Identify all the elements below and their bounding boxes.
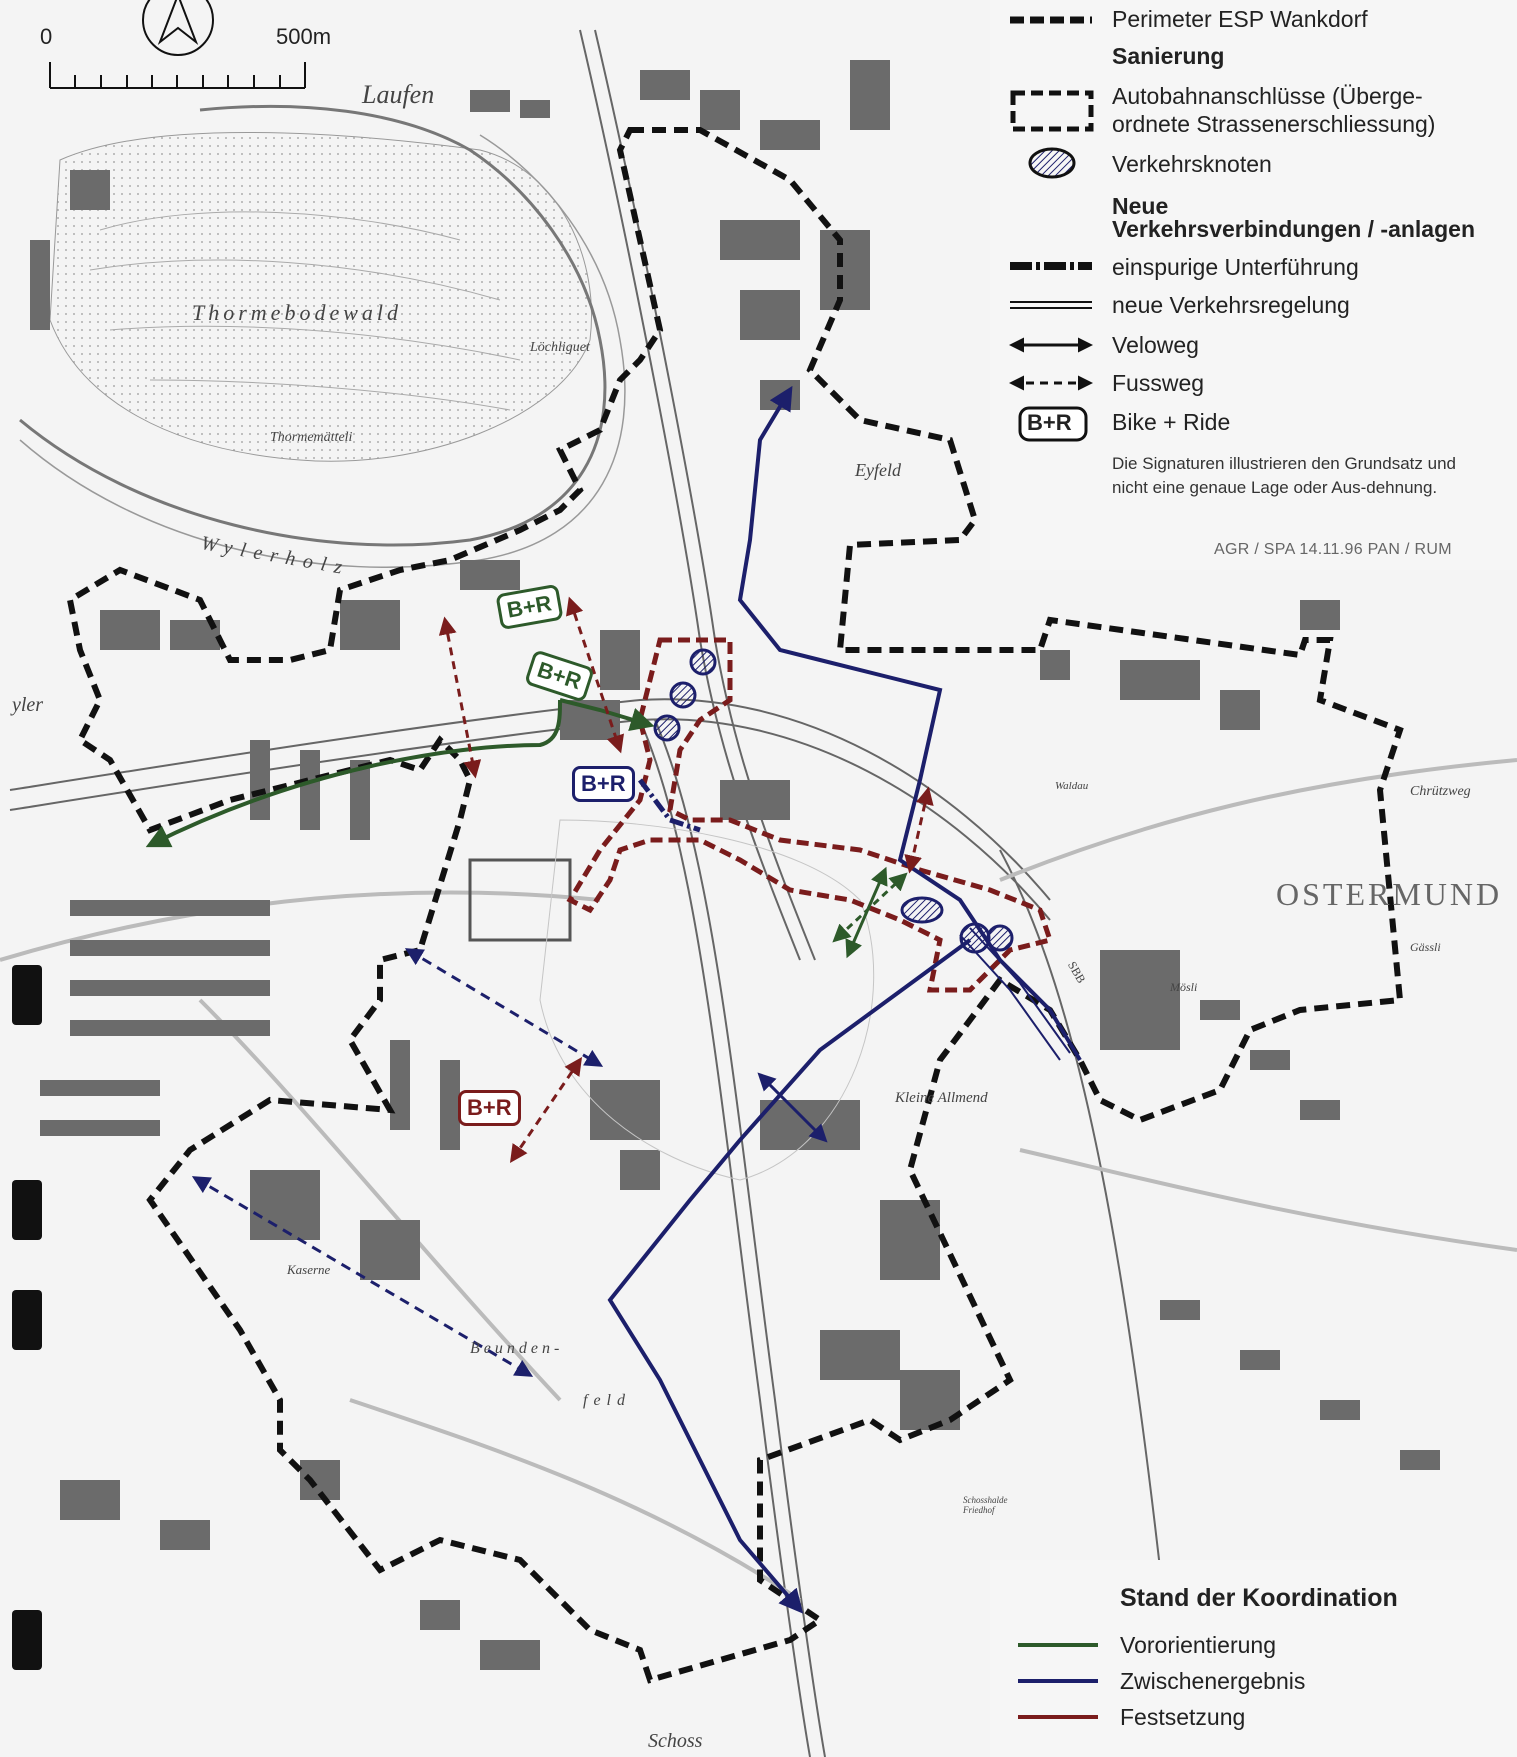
scale-label-end: 500m: [276, 24, 332, 49]
blue-fussweg-1: [404, 948, 604, 1067]
legend-section-neue-2: Verkehrsverbindungen / -anlagen: [1112, 216, 1475, 242]
building-blocks: [30, 60, 1440, 1670]
allmend-field: [539, 819, 875, 1181]
place-beundenfeld-1: Beunden-: [470, 1340, 564, 1357]
green-fussweg-cross-2: [832, 872, 908, 943]
place-gassli: Gässli: [1410, 940, 1441, 954]
festsetzung-anschluss-outline: [566, 637, 1054, 993]
place-eyfeld: Eyfeld: [855, 460, 901, 480]
verkehrsknoten-markers: [653, 648, 1014, 954]
coordination-title: Stand der Koordination: [1120, 1584, 1398, 1612]
blue-veloweg: [757, 1072, 828, 1143]
legend-section-sanierung: Sanierung: [1112, 43, 1225, 69]
legend-unterfuehrung-label: einspurige Unterführung: [1112, 254, 1359, 280]
contour-lines: [89, 211, 521, 411]
place-wyler-left: yler: [12, 694, 44, 716]
place-laufen: Laufen: [362, 80, 435, 109]
legend-regelung-label: neue Verkehrsregelung: [1112, 292, 1350, 318]
legend-veloweg-label: Veloweg: [1112, 332, 1199, 358]
bike-ride-badge-blue: B+R: [572, 766, 635, 802]
legend-note: Die Signaturen illustrieren den Grundsat…: [1112, 454, 1456, 497]
place-kleine-allmend: Kleine Allmend: [895, 1090, 988, 1106]
bike-ride-badge-red: B+R: [458, 1090, 521, 1126]
blue-fussweg-2: [191, 1176, 534, 1377]
place-waldau: Waldau: [1055, 780, 1089, 792]
coordination-item-vororientierung: Vororientierung: [1120, 1632, 1276, 1658]
river-aare: [19, 104, 607, 547]
legend-knoten-label: Verkehrsknoten: [1112, 151, 1272, 177]
legend-bike-ride-label: Bike + Ride: [1112, 409, 1231, 435]
river-aare-bank: [19, 134, 626, 568]
perimeter-esp-wankdorf: [66, 127, 1404, 1684]
place-chrutzweg: Chrützweg: [1410, 784, 1471, 799]
coordination-swatches: [1018, 1643, 1098, 1719]
legend-symbols: [1009, 16, 1094, 442]
legend-section-neue-1: Neue: [1112, 193, 1169, 219]
place-beundenfeld-2: feld: [583, 1392, 631, 1409]
place-ostermundigen: OSTERMUND: [1276, 876, 1503, 912]
scale-bar: [49, 62, 306, 89]
place-kaserne: Kaserne: [287, 1262, 331, 1277]
legend-fussweg-label: Fussweg: [1112, 370, 1205, 396]
red-fussweg-1: [438, 616, 482, 779]
place-thormematteli: Thormemätteli: [270, 430, 353, 445]
scale-label-start: 0: [40, 24, 53, 49]
unterfuehrung-blue: [638, 778, 701, 833]
legend-panel-bottom: [990, 1560, 1517, 1757]
legend-credit: AGR / SPA 14.11.96 PAN / RUM: [1214, 541, 1452, 558]
place-mosli: Mösli: [1170, 980, 1198, 994]
north-arrow-icon: [142, 0, 214, 56]
coordination-item-festsetzung: Festsetzung: [1120, 1704, 1246, 1730]
legend-perimeter-label: Perimeter ESP Wankdorf: [1112, 6, 1368, 32]
place-schosshalde-friedhof: Schosshalde Friedhof: [963, 1495, 1008, 1515]
place-thormebodewald: Thormebodewald: [192, 300, 402, 325]
binder-holes: [12, 965, 42, 1670]
legend-bike-ride-badge: B+R: [1027, 410, 1072, 435]
red-fussweg-2: [566, 596, 624, 754]
coordination-item-zwischenergebnis: Zwischenergebnis: [1120, 1668, 1306, 1694]
red-fussweg-4: [509, 1057, 583, 1163]
place-lochliguet: Löchliguet: [530, 340, 590, 355]
place-schoss: Schoss: [648, 1730, 703, 1752]
legend-autobahn-label: Autobahnanschlüsse (Überge- ordnete Stra…: [1112, 83, 1436, 137]
